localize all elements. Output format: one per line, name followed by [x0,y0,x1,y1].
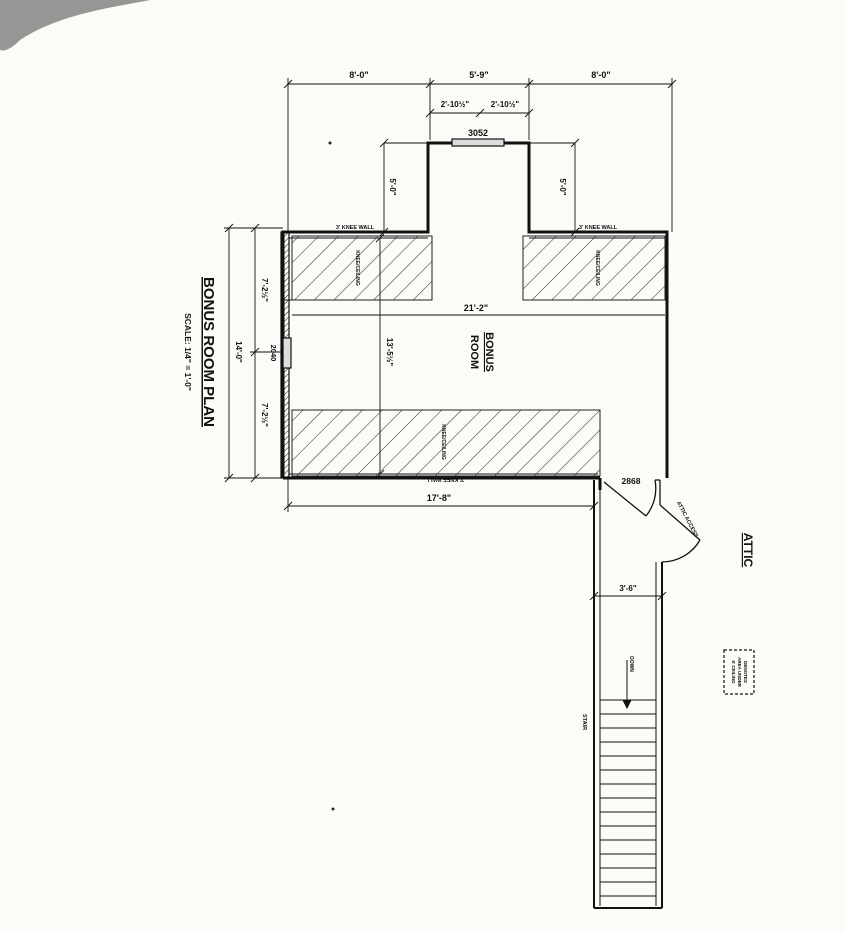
stair [593,480,663,909]
dim-left-lower: 7'-2½" [260,403,269,427]
legend-line1: DENOTES [743,661,748,683]
dim-top-left: 8'-0" [349,70,368,80]
hatch-label-upper-left: KNEE/CEILING [354,250,360,286]
hatch-area-upper-left [291,235,433,301]
attic-label: ATTIC [741,533,755,568]
window-top [451,138,505,147]
dim-left-upper: 7'-2½" [260,278,269,302]
hatch-area-upper-right [522,235,666,301]
scan-dot [328,141,332,145]
dim-top-right: 8'-0" [591,70,610,80]
legend-line3: 6' CEILING [731,660,736,684]
legend-line2: AREA UNDER [737,657,742,688]
window-left [282,337,292,369]
room-name-line2: ROOM [468,335,480,369]
door-swing [603,479,661,517]
dim-left-total: 14'-0" [234,341,243,363]
dim-dormer-depth-right: 5'-0" [558,178,567,195]
dim-room-width: 13'-5½" [385,338,394,367]
dim-bottom: 17'-8" [427,493,451,503]
room-name-line1: BONUS [483,332,495,372]
knee-wall-label-left: 3' KNEE WALL [336,225,375,231]
stair-down-label: DOWN [628,656,634,672]
dim-dormer-half-left: 2'-10½" [441,100,470,109]
legend-box [723,649,755,695]
dim-top-center: 5'-9" [469,70,488,80]
dim-room-length: 21'-2" [464,303,488,313]
stair-arrow [622,660,632,710]
hatch-area-lower [291,409,601,477]
window-top-label: 3052 [468,128,488,138]
page-title: BONUS ROOM PLAN [200,277,217,427]
knee-wall-label-bottom: 3' KNEE WALL [425,476,464,482]
dim-dormer-half-right: 2'-10½" [491,100,520,109]
attic-access-label: ATTIC ACCESS [675,500,699,538]
dim-stair-width: 3'-6" [619,584,636,593]
hatch-label-upper-right: KNEE/CEILING [594,250,600,286]
stair-label: STAIR [581,714,587,730]
scan-smudge [0,0,150,51]
dimension-lines [224,78,677,601]
scan-dot [331,807,335,811]
hatch-label-lower: KNEE/CEILING [440,424,446,460]
stair-treads [600,699,656,897]
door-label: 2868 [622,476,641,486]
knee-wall-label-right: 3' KNEE WALL [579,225,618,231]
scale-label: SCALE: 1/4" = 1'-0" [183,313,193,391]
window-left-label: 2040 [269,345,278,362]
dim-dormer-depth-left: 5'-0" [388,178,397,195]
attic-access-door [659,504,701,563]
